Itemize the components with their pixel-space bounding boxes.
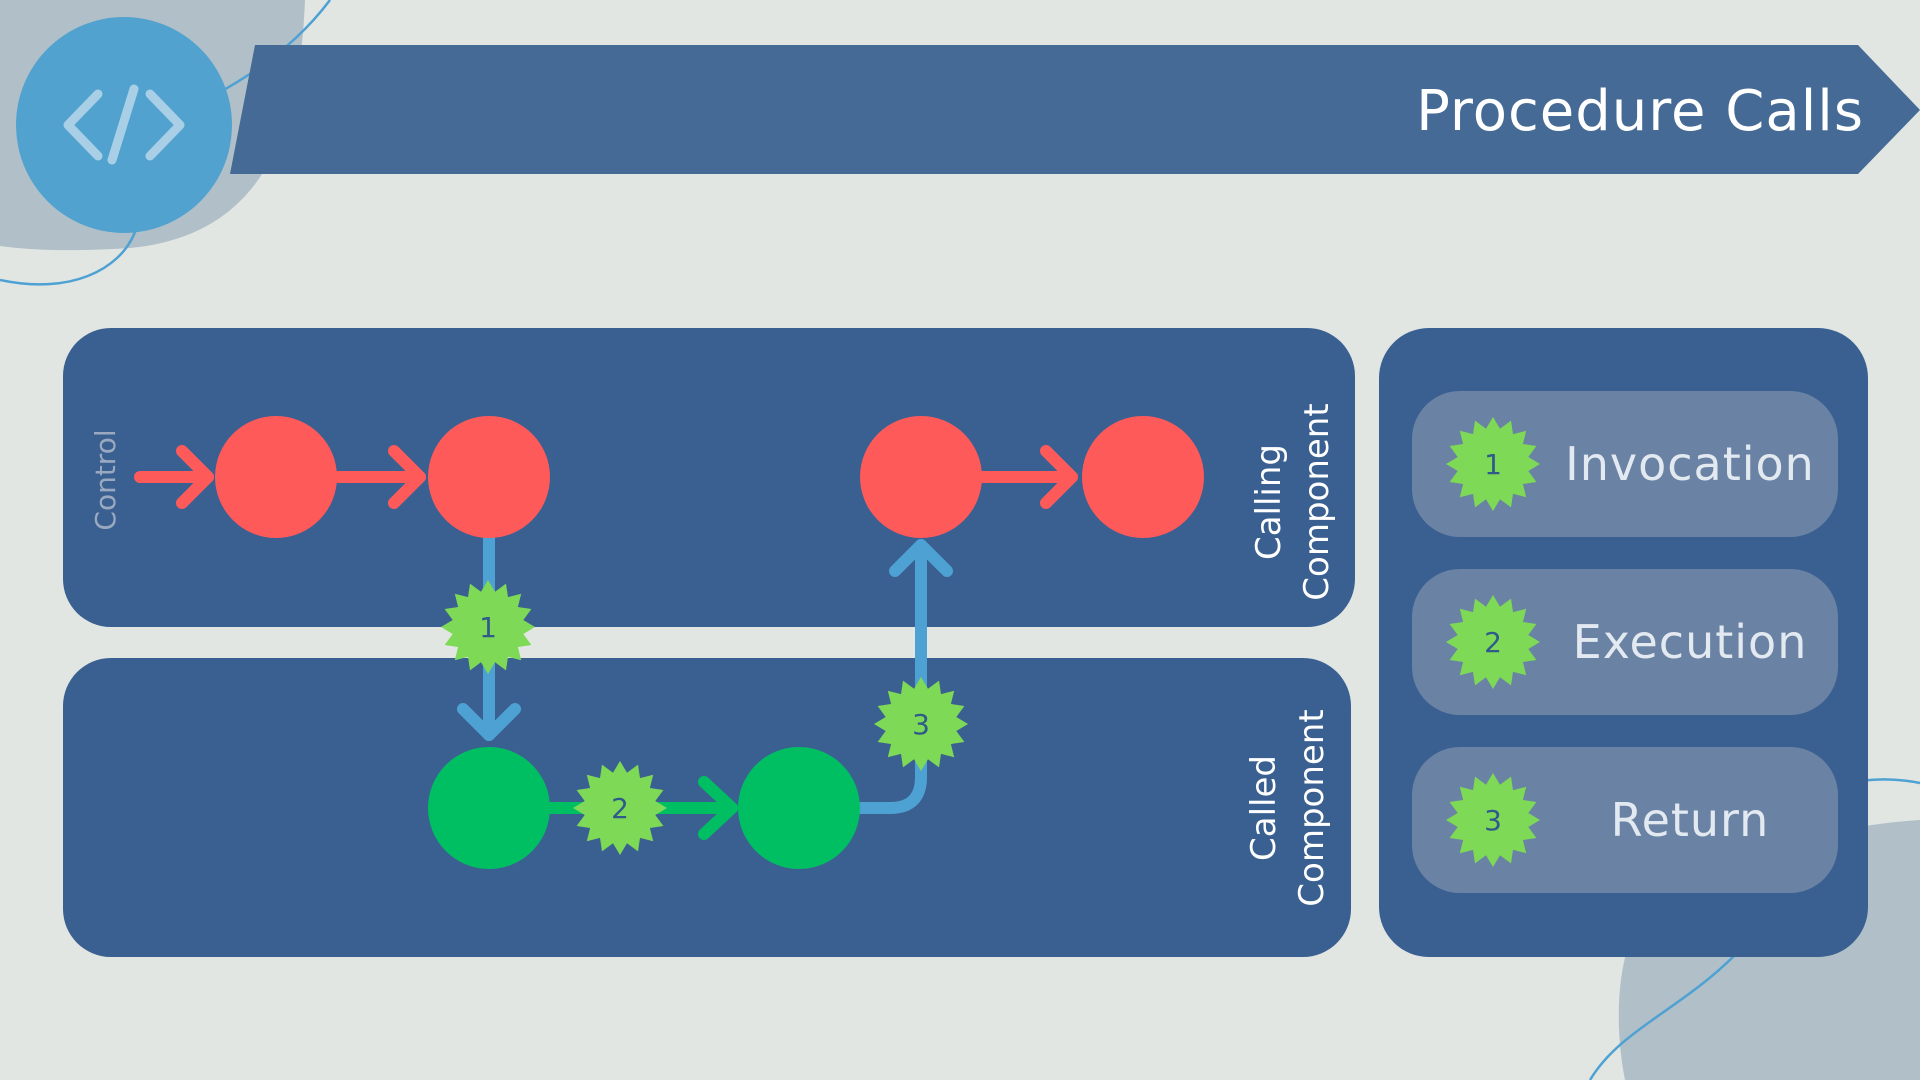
calling-component-label: Calling Component xyxy=(1245,392,1341,612)
calling-label-line2: Component xyxy=(1297,403,1337,601)
legend-item-invocation: 1 Invocation xyxy=(1412,391,1838,537)
title-banner xyxy=(230,45,1920,174)
legend-step-number-2: 2 xyxy=(1484,626,1502,659)
legend-label-invocation: Invocation xyxy=(1565,437,1815,491)
calling-node-4 xyxy=(1082,416,1204,538)
diagram-step-badge-2: 2 xyxy=(573,761,667,855)
calling-lane-panel xyxy=(63,328,1355,627)
calling-node-2 xyxy=(428,416,550,538)
code-brackets-icon xyxy=(63,84,185,165)
calling-node-1 xyxy=(215,416,337,538)
diagram-step-badge-3: 3 xyxy=(874,677,968,771)
diagram-step-badge-1: 1 xyxy=(441,580,535,674)
diagram-step-number-3: 3 xyxy=(912,708,930,741)
called-label-line1: Called xyxy=(1244,755,1284,861)
called-node-2 xyxy=(738,747,860,869)
legend-item-execution: 2 Execution xyxy=(1412,569,1838,715)
control-arrow-3-4 xyxy=(972,445,1078,509)
called-node-1 xyxy=(428,747,550,869)
legend-label-execution: Execution xyxy=(1572,615,1808,669)
control-arrow-1-2 xyxy=(324,445,426,509)
legend-step-badge-1: 1 xyxy=(1446,417,1540,511)
called-component-label: Called Component xyxy=(1240,698,1336,918)
legend-step-number-3: 3 xyxy=(1484,804,1502,837)
control-arrow-in xyxy=(134,445,214,509)
control-label: Control xyxy=(89,429,122,531)
diagram-step-number-1: 1 xyxy=(479,611,497,644)
legend-item-return: 3 Return xyxy=(1412,747,1838,893)
called-label-line2: Component xyxy=(1292,709,1332,907)
page-title: Procedure Calls xyxy=(1416,79,1864,144)
legend-step-number-1: 1 xyxy=(1484,448,1502,481)
calling-node-3 xyxy=(860,416,982,538)
return-arrow xyxy=(852,539,953,814)
diagram-step-number-2: 2 xyxy=(611,792,629,825)
legend-label-return: Return xyxy=(1610,793,1770,847)
legend-step-badge-3: 3 xyxy=(1446,773,1540,867)
legend-step-badge-2: 2 xyxy=(1446,595,1540,689)
calling-label-line1: Calling xyxy=(1249,443,1289,561)
